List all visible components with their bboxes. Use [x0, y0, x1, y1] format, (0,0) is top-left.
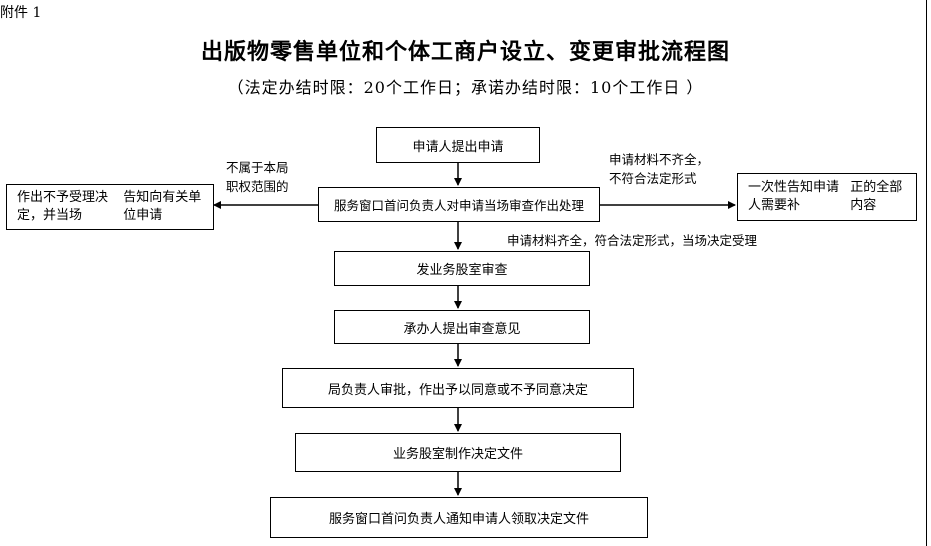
node-reject-line-2: 告知向有关单位申请 — [123, 190, 202, 223]
node-dept-review: 发业务股室审查 — [334, 251, 590, 286]
label-out-of-scope: 不属于本局 职权范围的 — [226, 158, 289, 196]
node-reject-line-1: 作出不予受理决定，并当场 — [17, 190, 109, 223]
annex-label: 附件 1 — [0, 5, 42, 21]
node-handler-opinion: 承办人提出审查意见 — [334, 310, 590, 344]
page-border — [926, 0, 927, 546]
node-make-document: 业务股室制作决定文件 — [295, 433, 621, 472]
node-notify-supplement: 一次性告知申请人需要补 正的全部内容 — [737, 173, 917, 221]
node-notify-supplement-line-1: 一次性告知申请人需要补 — [748, 180, 840, 213]
node-reject: 作出不予受理决定，并当场 告知向有关单位申请 — [6, 184, 214, 230]
page-subtitle: （法定办结时限：20个工作日；承诺办结时限：10个工作日 ） — [227, 78, 704, 97]
node-director-approve: 局负责人审批，作出予以同意或不予同意决定 — [282, 368, 634, 408]
page-title: 出版物零售单位和个体工商户设立、变更审批流程图 — [200, 39, 730, 65]
node-apply: 申请人提出申请 — [376, 127, 540, 163]
label-incomplete-line-2: 不符合法定形式 — [609, 171, 697, 186]
node-notify-collect: 服务窗口首问负责人通知申请人领取决定文件 — [270, 497, 648, 538]
label-incomplete-line-1: 申请材料不齐全， — [609, 152, 710, 167]
node-window-review: 服务窗口首问负责人对申请当场审查作出处理 — [318, 187, 600, 222]
node-notify-supplement-line-2: 正的全部内容 — [850, 180, 903, 213]
label-out-of-scope-line-1: 不属于本局 — [226, 160, 289, 175]
label-incomplete: 申请材料不齐全， 不符合法定形式 — [609, 150, 709, 188]
label-complete: 申请材料齐全，符合法定形式，当场决定受理 — [507, 233, 758, 248]
label-out-of-scope-line-2: 职权范围的 — [226, 179, 289, 194]
